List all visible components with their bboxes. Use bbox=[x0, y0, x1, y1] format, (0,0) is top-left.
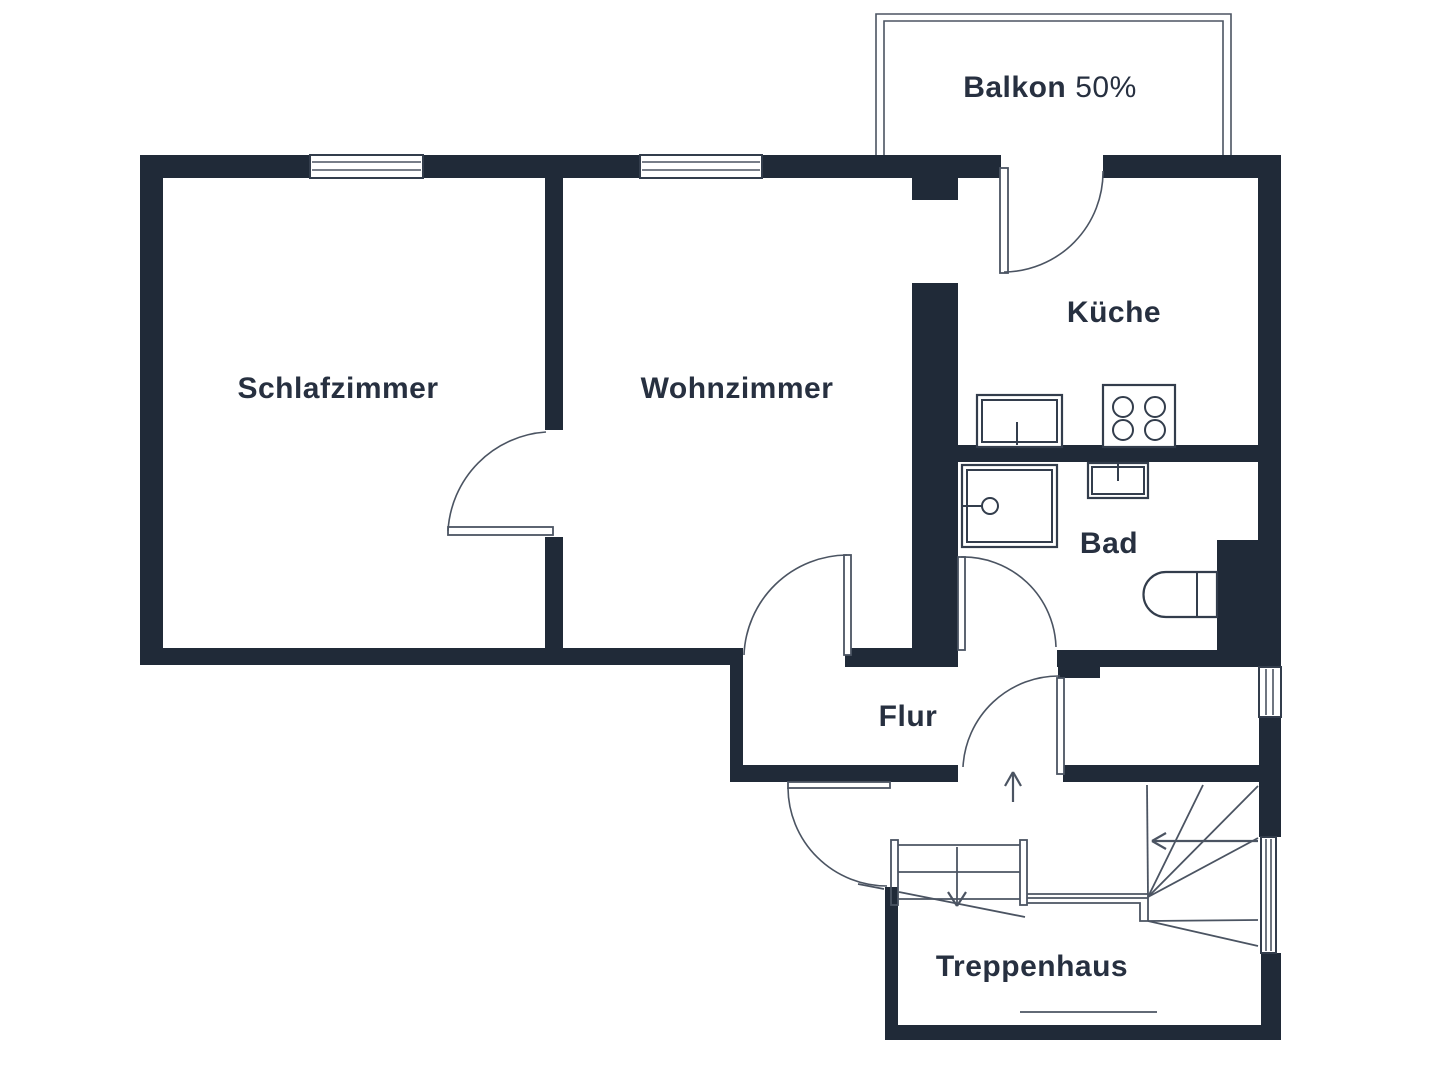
walk-arrows bbox=[947, 771, 1258, 907]
exterior-wall-top-c bbox=[762, 155, 1001, 178]
entrance-jamb-stub bbox=[1058, 652, 1100, 678]
bathroom-door bbox=[957, 556, 1057, 651]
up-arrow bbox=[1004, 771, 1022, 802]
apartment-entrance-door bbox=[962, 675, 1065, 775]
exterior-wall-top-a bbox=[140, 155, 310, 178]
stairwell-wall-right-lower bbox=[1261, 953, 1281, 1040]
neighbor-door bbox=[787, 781, 891, 887]
door-leaf bbox=[957, 556, 966, 651]
living-room-door bbox=[743, 554, 852, 656]
bath-duct-block bbox=[1217, 540, 1281, 667]
balcony-railing bbox=[875, 13, 1232, 155]
door-swing-arc bbox=[962, 675, 1061, 768]
doors bbox=[447, 167, 1104, 887]
stair-break-line bbox=[857, 883, 885, 890]
bedroom-window bbox=[309, 154, 424, 179]
bedroom-door bbox=[447, 431, 554, 536]
door-swing-arc bbox=[743, 554, 848, 656]
hall-wall-bottom bbox=[730, 765, 958, 782]
toilet bbox=[1142, 570, 1219, 619]
exterior-wall-bottom bbox=[140, 648, 743, 665]
balcony-door bbox=[999, 167, 1104, 274]
wall-bedroom-living-lower bbox=[545, 537, 563, 648]
stairwell-wall-bottom bbox=[885, 1025, 1281, 1040]
wall-bedroom-living-upper bbox=[545, 178, 563, 430]
straight-stair-flight bbox=[857, 839, 1028, 918]
exterior-wall-left bbox=[140, 155, 163, 665]
left-arrow bbox=[1151, 832, 1258, 850]
room-label-treppenhaus: Treppenhaus bbox=[936, 950, 1128, 983]
down-arrow bbox=[947, 891, 967, 907]
landing-wall-bottom bbox=[1063, 765, 1262, 782]
door-leaf bbox=[1056, 677, 1065, 775]
room-label-schlafzimmer: Schlafzimmer bbox=[237, 372, 438, 405]
door-swing-arc bbox=[1003, 170, 1104, 273]
door-threshold bbox=[787, 781, 891, 789]
living-room-window bbox=[639, 154, 763, 179]
door-leaf bbox=[999, 167, 1009, 274]
door-leaf bbox=[447, 526, 554, 536]
room-label-kueche: Küche bbox=[1067, 296, 1161, 329]
door-swing-arc bbox=[787, 787, 888, 887]
door-leaf bbox=[843, 554, 852, 656]
stair-break-line bbox=[898, 891, 1026, 918]
exterior-wall-top-b bbox=[423, 155, 640, 178]
room-label-flur: Flur bbox=[879, 700, 938, 733]
shower-tray bbox=[960, 463, 1059, 549]
exterior-wall-top-d bbox=[1103, 155, 1281, 178]
room-label-wohnzimmer: Wohnzimmer bbox=[641, 372, 834, 405]
stairwell-window-lower bbox=[1260, 836, 1277, 954]
door-swing-arc bbox=[960, 556, 1057, 648]
wall-living-kitchen-stub bbox=[912, 178, 958, 200]
staircase bbox=[857, 771, 1259, 1013]
walls bbox=[140, 155, 1281, 1040]
room-label-bad: Bad bbox=[1080, 527, 1138, 560]
hall-wall-left bbox=[730, 648, 743, 782]
stairwell-window-upper bbox=[1258, 666, 1282, 718]
bath-fixtures bbox=[960, 461, 1219, 619]
kitchen-fixtures bbox=[975, 383, 1177, 449]
stairwell-wall-right-upper bbox=[1259, 717, 1281, 837]
wall-kitchen-bath bbox=[957, 445, 1281, 462]
kitchen-sink bbox=[975, 393, 1064, 449]
washbasin bbox=[1086, 461, 1150, 500]
door-swing-arc bbox=[447, 431, 547, 532]
stairwell-wall-left bbox=[885, 887, 898, 1040]
wall-living-kitchen bbox=[912, 283, 958, 667]
stove-icon bbox=[1101, 383, 1177, 449]
exterior-wall-right-kitchen bbox=[1258, 155, 1281, 540]
windows bbox=[309, 154, 1282, 954]
